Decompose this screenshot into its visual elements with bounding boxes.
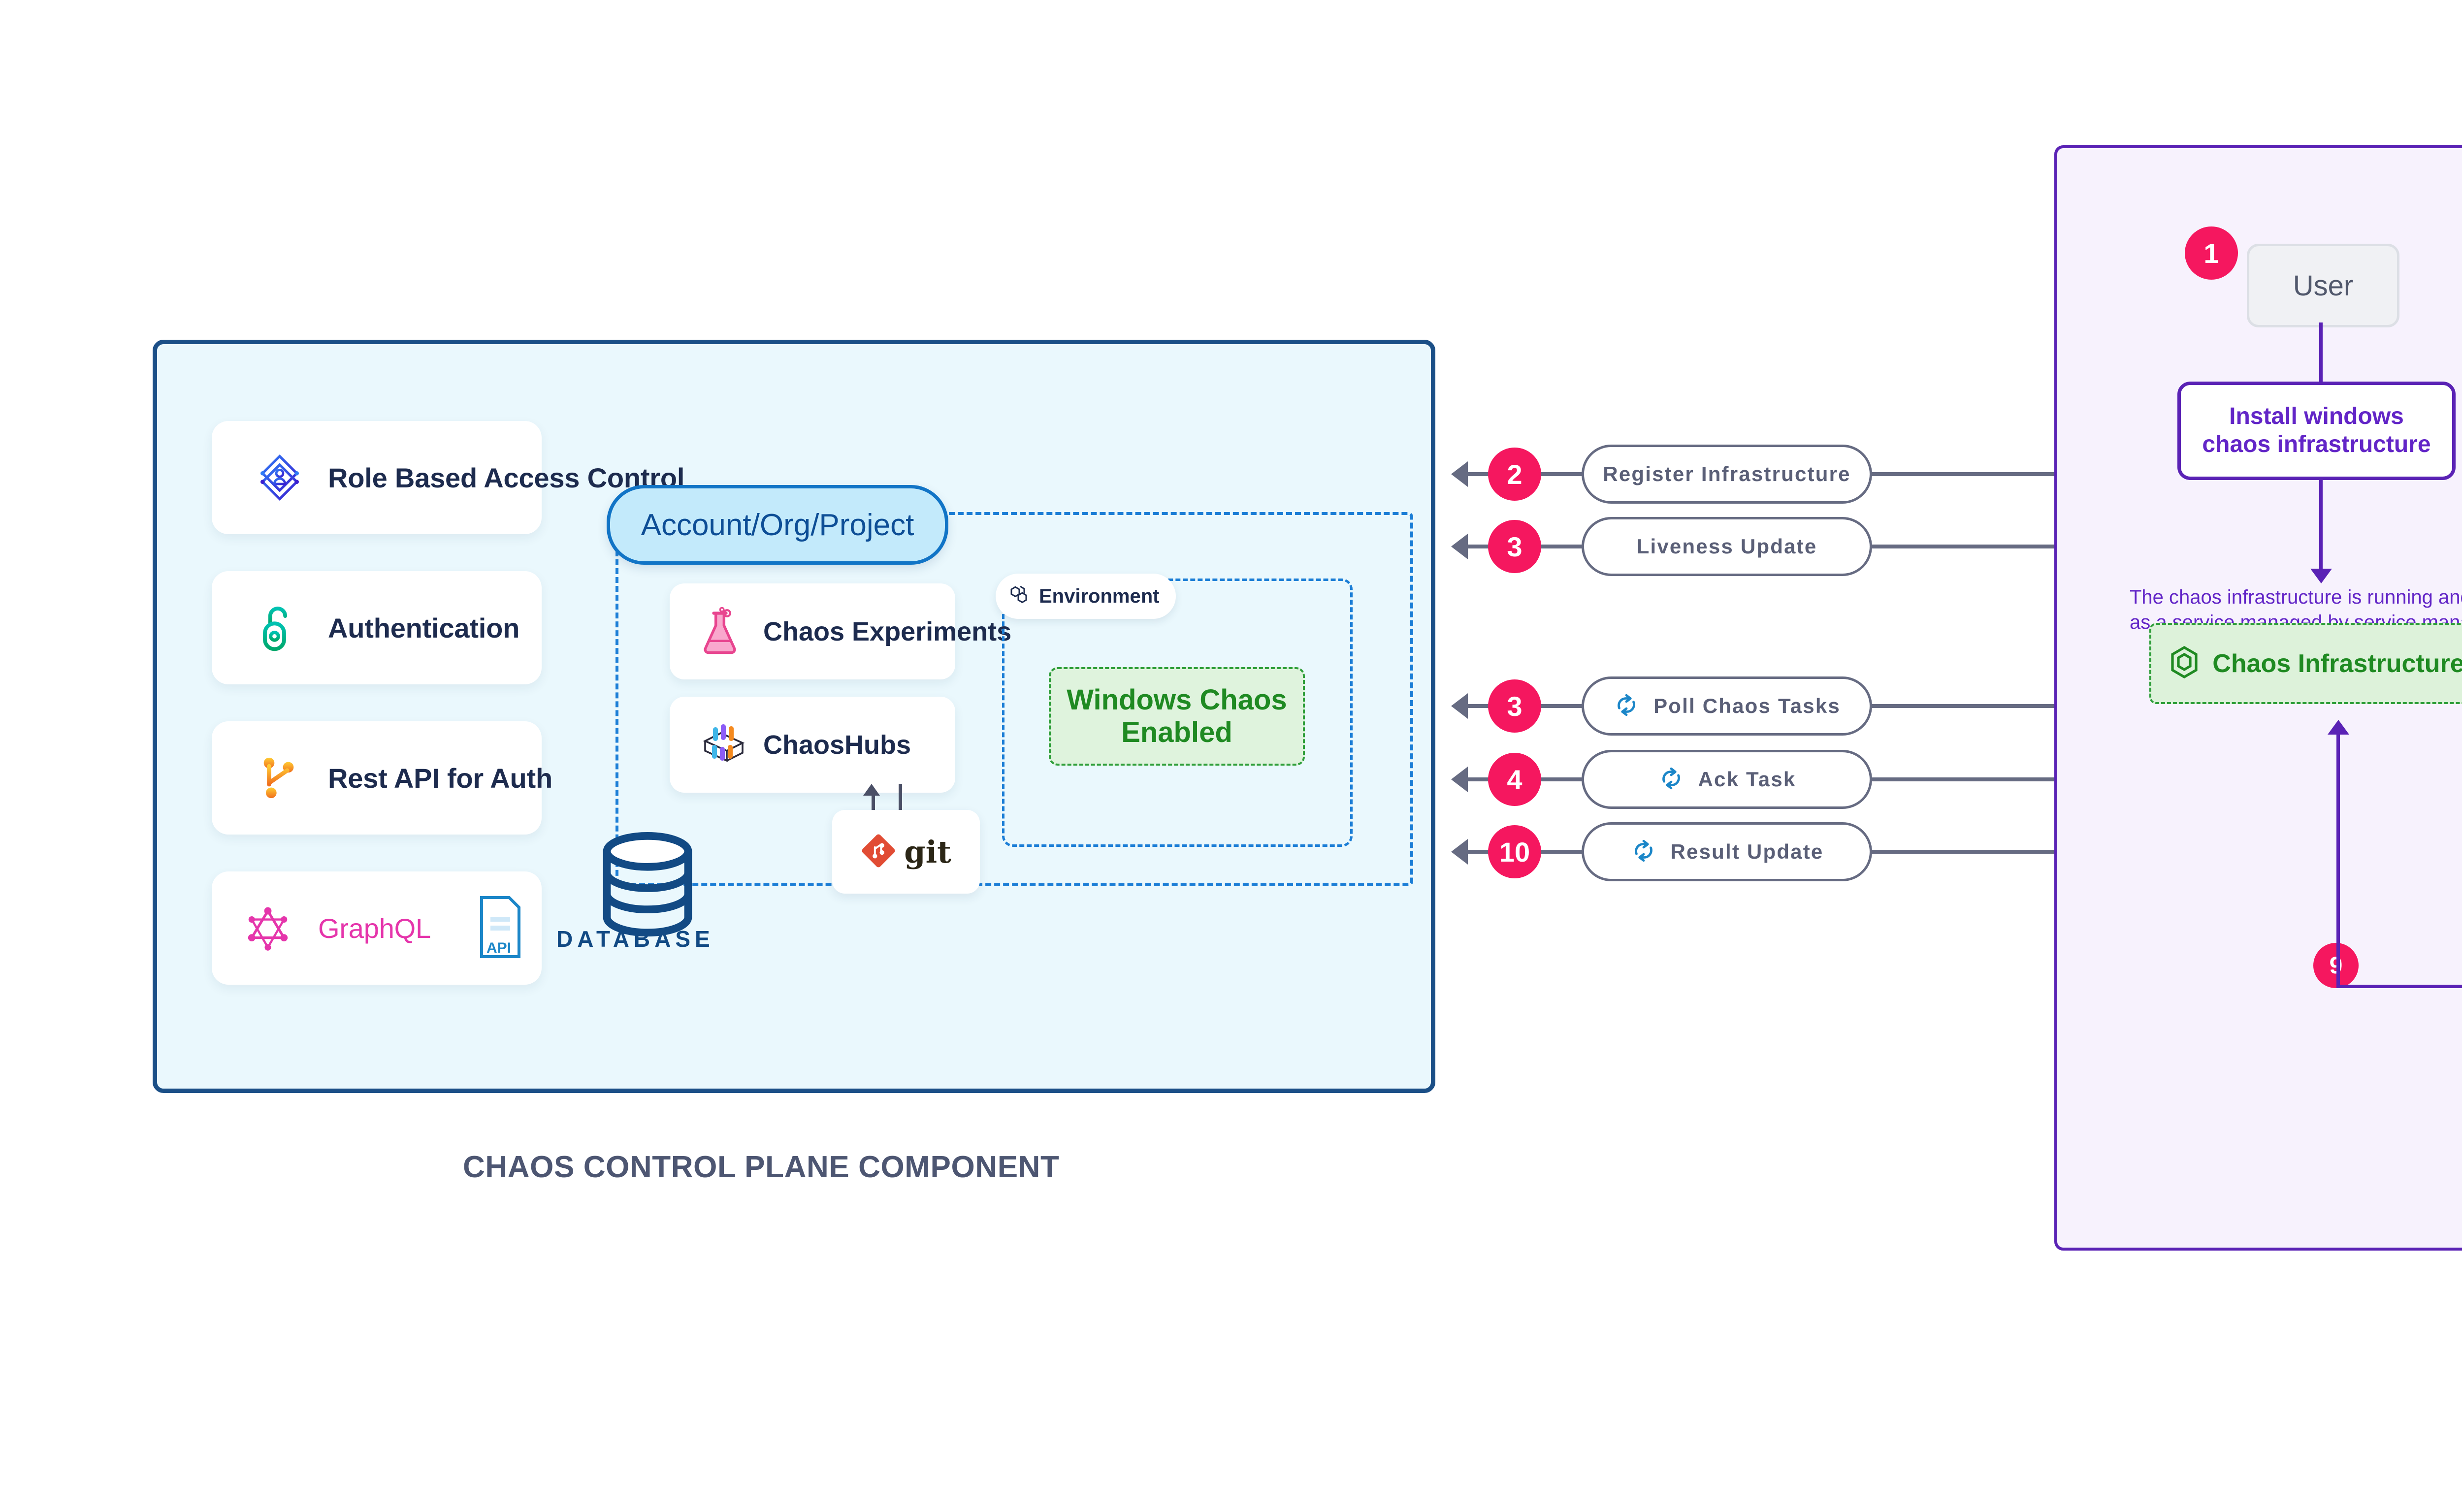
inner-card-label: ChaosHubs bbox=[763, 730, 911, 760]
connector-label: Liveness Update bbox=[1636, 535, 1817, 558]
control-plane-title: CHAOS CONTROL PLANE COMPONENT bbox=[463, 1150, 1060, 1184]
svg-text:API: API bbox=[486, 940, 511, 956]
rbac-icon bbox=[254, 452, 328, 503]
flow-line-user-to-install bbox=[2319, 322, 2323, 382]
chaos-infrastructure-node[interactable]: Chaos Infrastructure bbox=[2149, 623, 2462, 704]
database-label: DATABASE bbox=[556, 926, 714, 952]
inner-card-chaos-experiments[interactable]: Chaos Experiments bbox=[670, 583, 1011, 679]
connector-pill-liveness-update[interactable]: Liveness Update bbox=[1582, 517, 1872, 576]
connector-label: Poll Chaos Tasks bbox=[1653, 694, 1841, 717]
graphql-icon bbox=[244, 904, 318, 952]
step-badge-1: 1 bbox=[2185, 226, 2238, 280]
connector-label: Register Infrastructure bbox=[1603, 462, 1851, 485]
git-arrow-down-shaft bbox=[899, 784, 902, 811]
connector-arrow-4 bbox=[1451, 839, 1468, 865]
windows-chaos-enabled-label: Windows Chaos Enabled bbox=[1067, 683, 1287, 748]
chaos-infrastructure-label: Chaos Infrastructure bbox=[2212, 649, 2462, 678]
database-icon bbox=[598, 832, 697, 943]
service-card-rbac[interactable]: Role Based Access Control bbox=[212, 421, 684, 534]
service-label: Rest API for Auth bbox=[328, 762, 553, 794]
rest-api-icon bbox=[254, 752, 328, 804]
service-card-graphql[interactable]: GraphQL API bbox=[212, 871, 542, 985]
lock-icon bbox=[254, 602, 328, 653]
git-arrow-up-shaft bbox=[872, 795, 875, 822]
service-label: GraphQL bbox=[318, 912, 431, 944]
account-org-project-region bbox=[616, 512, 1413, 886]
sync-icon bbox=[1630, 837, 1657, 867]
git-label: git bbox=[904, 834, 951, 870]
api-doc-icon: API bbox=[478, 895, 523, 962]
test-tube-rack-icon bbox=[699, 721, 763, 769]
flow-line-genfault-to-infra-vertical bbox=[2336, 734, 2340, 987]
user-label: User bbox=[2293, 269, 2354, 302]
connector-pill-poll-chaos-tasks[interactable]: Poll Chaos Tasks bbox=[1582, 676, 1872, 736]
install-windows-chaos-infrastructure-node[interactable]: Install windows chaos infrastructure bbox=[2177, 382, 2456, 480]
inner-card-label: Chaos Experiments bbox=[763, 616, 1012, 646]
connector-pill-register-infrastructure[interactable]: Register Infrastructure bbox=[1582, 445, 1872, 504]
step-badge-4: 4 bbox=[1488, 753, 1541, 806]
account-org-project-chip[interactable]: Account/Org/Project bbox=[607, 485, 948, 565]
service-card-authentication[interactable]: Authentication bbox=[212, 571, 542, 684]
flow-line-genfault-to-infra-horizontal bbox=[2336, 985, 2462, 988]
sync-icon bbox=[1613, 692, 1640, 721]
connector-arrow-2 bbox=[1451, 693, 1468, 719]
environment-chip[interactable]: Environment bbox=[996, 574, 1176, 619]
account-org-project-label: Account/Org/Project bbox=[641, 508, 914, 542]
connector-arrow-0 bbox=[1451, 461, 1468, 487]
connector-arrow-3 bbox=[1451, 767, 1468, 792]
connector-label: Ack Task bbox=[1698, 768, 1796, 791]
flow-line-install-to-infra bbox=[2319, 480, 2323, 571]
install-label: Install windows chaos infrastructure bbox=[2202, 403, 2431, 457]
service-card-rest-api[interactable]: Rest API for Auth bbox=[212, 721, 552, 835]
flow-arrow-install-to-infra bbox=[2310, 569, 2332, 583]
user-node[interactable]: User bbox=[2247, 244, 2399, 327]
step-badge-3a: 3 bbox=[1488, 520, 1541, 573]
flow-arrow-genfault-to-infra bbox=[2328, 720, 2349, 735]
step-badge-3b: 3 bbox=[1488, 679, 1541, 733]
step-badge-10: 10 bbox=[1488, 825, 1541, 878]
environment-region bbox=[1002, 579, 1353, 847]
hexagon-cluster-icon bbox=[1007, 582, 1033, 611]
connector-pill-ack-task[interactable]: Ack Task bbox=[1582, 750, 1872, 809]
service-label: Role Based Access Control bbox=[328, 462, 685, 493]
git-arrow-up-head bbox=[863, 784, 880, 796]
environment-label: Environment bbox=[1039, 585, 1160, 607]
step-badge-9: 9 bbox=[2313, 943, 2359, 988]
step-badge-2: 2 bbox=[1488, 448, 1541, 501]
sync-icon bbox=[1658, 765, 1685, 794]
inner-card-chaoshubs[interactable]: ChaosHubs bbox=[670, 697, 955, 793]
service-label: Authentication bbox=[328, 612, 520, 643]
connector-label: Result Update bbox=[1670, 840, 1824, 863]
git-logo-icon bbox=[861, 833, 896, 871]
hexagon-icon bbox=[2169, 645, 2200, 681]
connector-pill-result-update[interactable]: Result Update bbox=[1582, 822, 1872, 881]
windows-chaos-enabled-status: Windows Chaos Enabled bbox=[1049, 667, 1305, 766]
connector-arrow-1 bbox=[1451, 534, 1468, 559]
git-card[interactable]: git bbox=[832, 810, 980, 894]
flask-icon bbox=[699, 607, 763, 656]
